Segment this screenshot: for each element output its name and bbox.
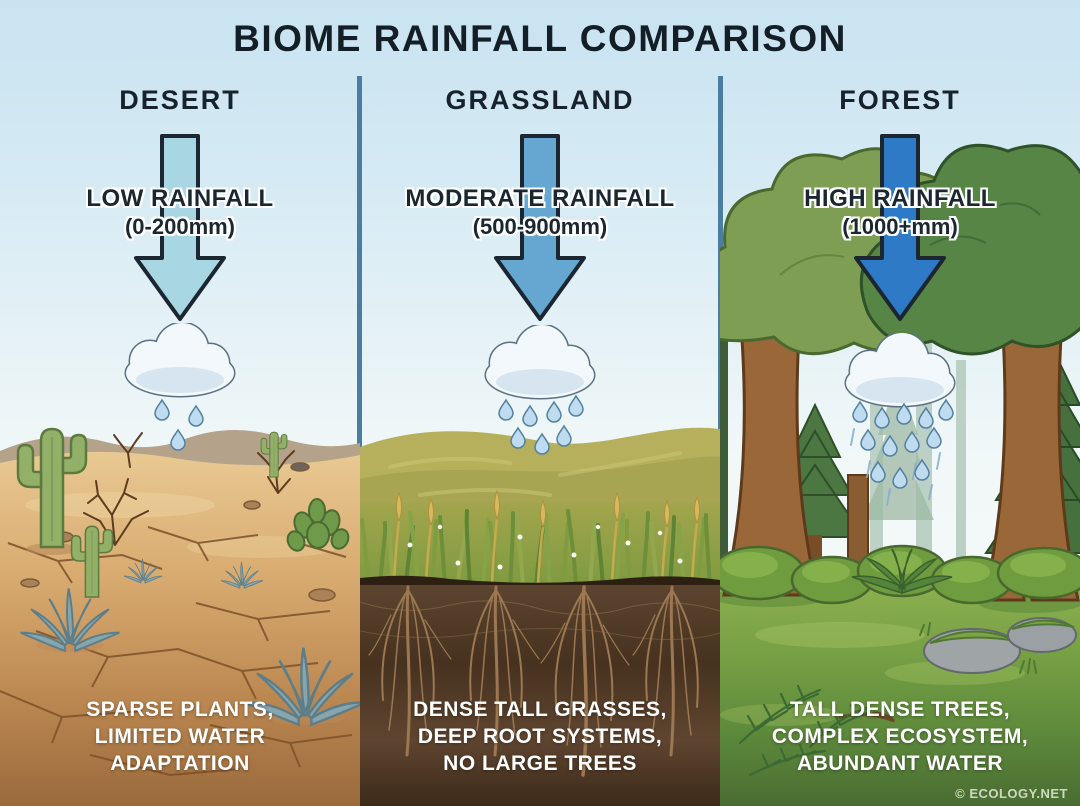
rainfall-level: MODERATE RAINFALL [405, 185, 675, 212]
grassland-scene-illustration [360, 427, 720, 806]
rain-cloud-icon [844, 333, 956, 506]
biome-name-forest: FOREST [839, 85, 961, 115]
down-arrow-icon [134, 134, 226, 321]
copyright-label: © ECOLOGY.NET [955, 786, 1068, 801]
caption-forest: TALL DENSE TREES, COMPLEX ECOSYSTEM, ABU… [771, 698, 1029, 775]
rainfall-label-forest: HIGH RAINFALL (1000+mm) [710, 185, 1080, 240]
caption-grassland: DENSE TALL GRASSES, DEEP ROOT SYSTEMS, N… [413, 698, 667, 775]
rainfall-range: (500-900mm) [472, 213, 608, 239]
down-arrow-icon [854, 134, 946, 321]
raindrops-icon [154, 399, 204, 451]
panel-divider [357, 76, 362, 806]
caption-desert: SPARSE PLANTS, LIMITED WATER ADAPTATION [86, 698, 274, 775]
rainfall-level: LOW RAINFALL [86, 185, 274, 212]
forest-scene-illustration [720, 143, 1080, 806]
down-arrow-icon [494, 134, 586, 321]
rain-cloud-icon [124, 323, 236, 451]
rainfall-level: HIGH RAINFALL [804, 185, 996, 212]
rainfall-label-desert: LOW RAINFALL (0-200mm) [0, 185, 370, 240]
rain-cloud-icon [484, 325, 596, 455]
panel-desert: DESERT LOW RAINFALL (0-200mm) SPARSE PLA… [0, 75, 360, 806]
panel-forest: FOREST HIGH RAINFALL (1000+mm) [720, 75, 1080, 806]
rainfall-range: (1000+mm) [842, 213, 958, 239]
biome-name-grassland: GRASSLAND [445, 85, 635, 115]
desert-scene-illustration [0, 427, 360, 806]
biome-name-desert: DESERT [119, 85, 241, 115]
page-title: BIOME RAINFALL COMPARISON [233, 18, 847, 59]
raindrops-icon [498, 395, 584, 455]
rainfall-label-grassland: MODERATE RAINFALL (500-900mm) [350, 185, 730, 240]
rainfall-range: (0-200mm) [124, 213, 236, 239]
panel-grassland: GRASSLAND MODERATE RAINFALL (500-900mm) … [360, 75, 720, 806]
